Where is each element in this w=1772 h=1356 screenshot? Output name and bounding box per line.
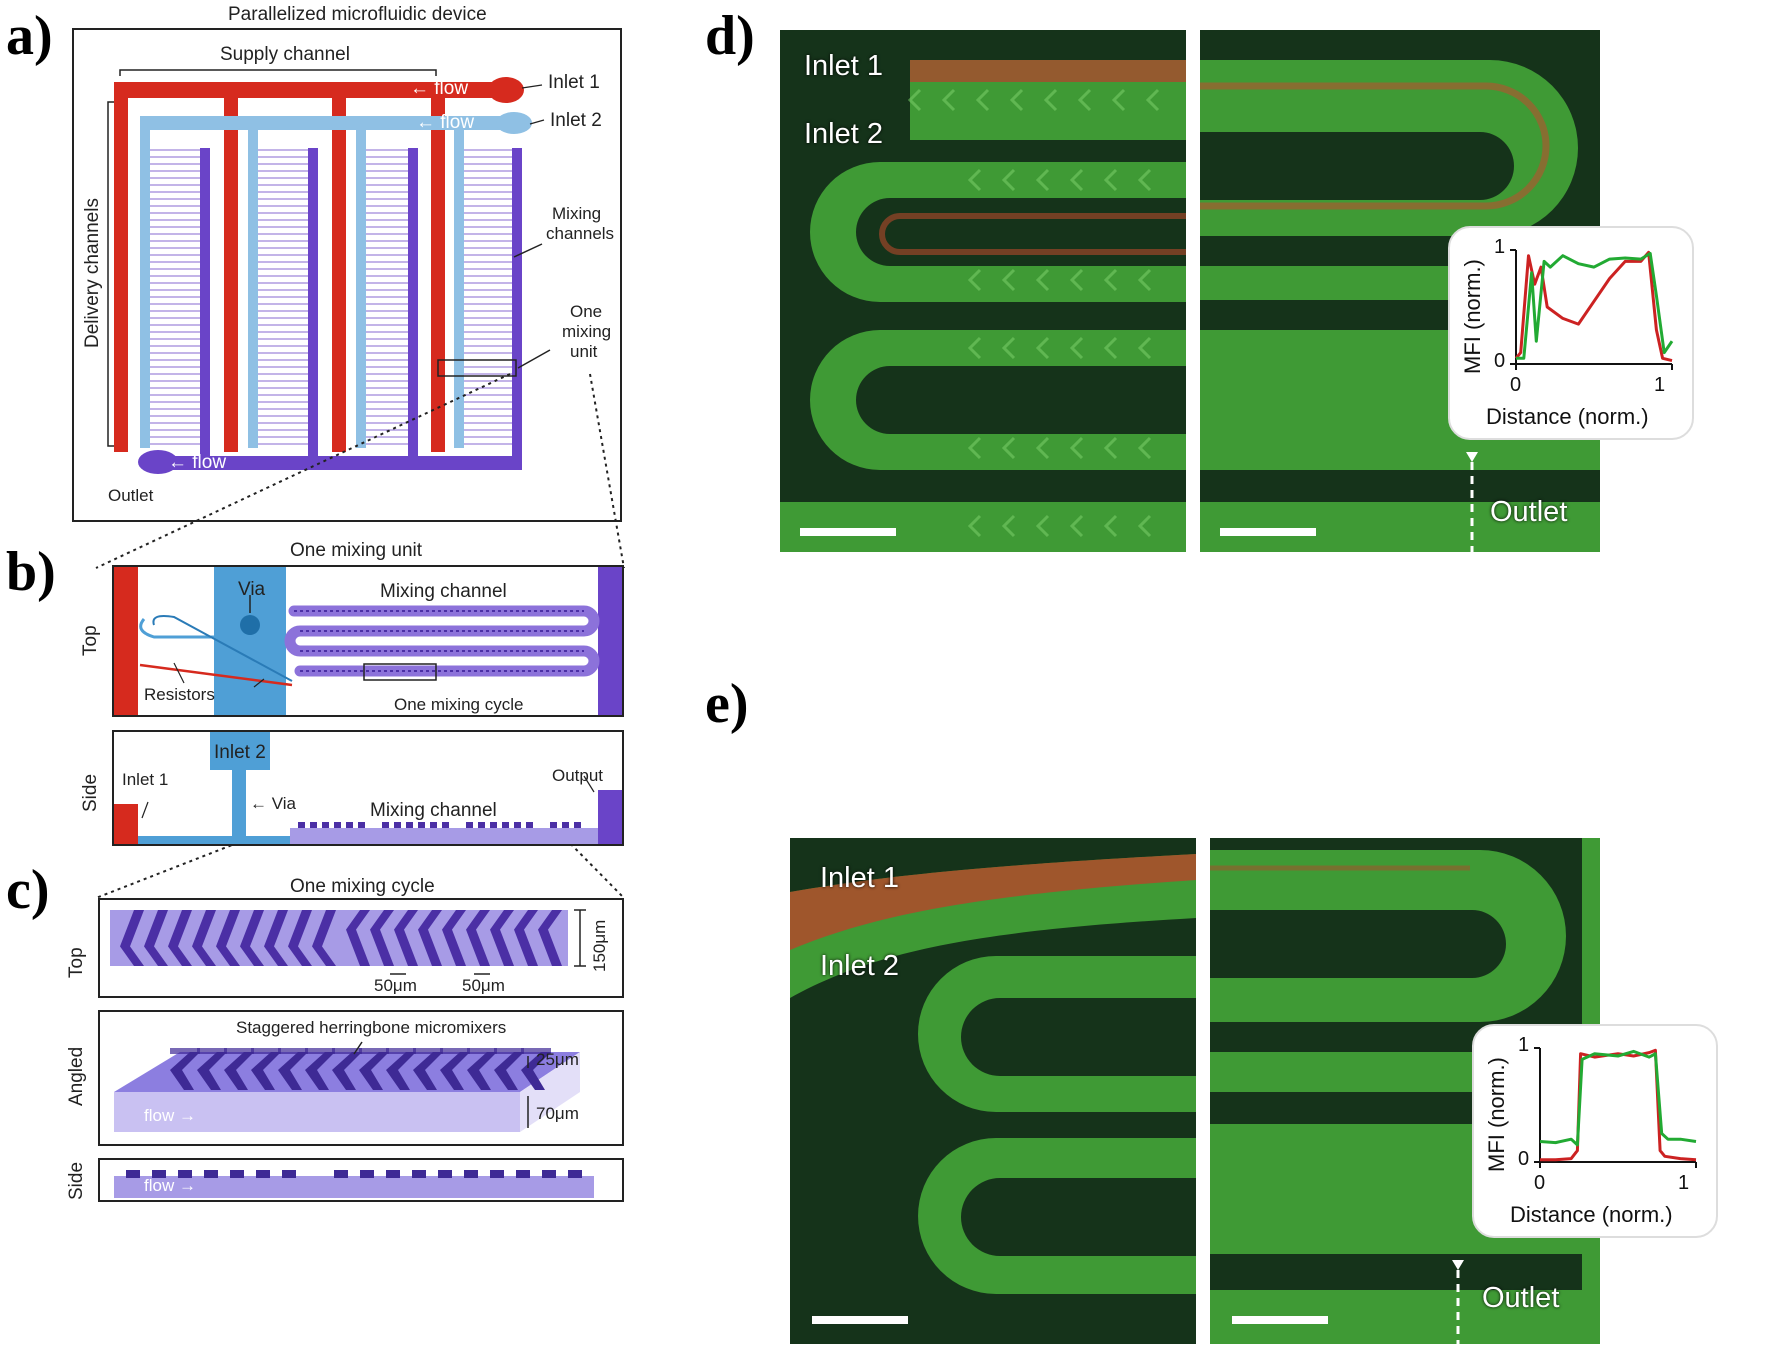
inlet-2-label: Inlet 2	[550, 110, 602, 131]
e-inlet-1-label: Inlet 1	[820, 862, 899, 894]
d-inset-svg	[1510, 249, 1674, 370]
panel-letter-d: d)	[705, 5, 755, 67]
panel-letter-b: b)	[6, 541, 56, 603]
e-inset-series-0-line	[1540, 1048, 1697, 1162]
panel-e-left-micrograph: Inlet 1 Inlet 2	[790, 838, 1196, 1344]
d-inset-plot: MFI (norm.) Distance (norm.) 1 0 0 1	[1448, 226, 1694, 440]
e-inset-xtick-0: 0	[1534, 1172, 1546, 1194]
mixing-unit-top-diagram	[114, 567, 622, 715]
e-outlet-label: Outlet	[1482, 1282, 1560, 1314]
panel-letter-c: c)	[6, 859, 50, 921]
supply-channel-label: Supply channel	[220, 44, 350, 65]
herringbone-side-diagram	[114, 1170, 594, 1198]
mixing-channel-label: Mixing channel	[380, 581, 507, 602]
e-inset-plot: MFI (norm.) Distance (norm.) 1 0 0 1	[1472, 1024, 1718, 1238]
d-left-channels	[780, 30, 1186, 552]
inlet-1-side-label: Inlet 1	[122, 770, 169, 789]
d-inset-series-0-line	[1514, 250, 1673, 363]
c-side-label: Side	[66, 1161, 87, 1200]
e-inset-ytick-1: 1	[1518, 1034, 1530, 1056]
b-side-label: Side	[80, 773, 101, 812]
e-inset-ytick-0: 0	[1518, 1148, 1530, 1170]
inlet-1-label: Inlet 1	[548, 72, 600, 93]
e-right-scale-bar	[1232, 1316, 1328, 1324]
one-mixing-unit-label-3: unit	[570, 342, 598, 361]
d-inset-xlabel: Distance (norm.)	[1486, 404, 1649, 429]
d-inset-ytick-0: 0	[1494, 350, 1506, 372]
flow-label-red: ← flow	[410, 78, 469, 99]
e-outlet-marker	[1452, 1260, 1464, 1344]
one-mixing-cycle-label: One mixing cycle	[394, 695, 524, 714]
d-inset-xtick-0: 0	[1510, 374, 1522, 396]
d-inset-xtick-1: 1	[1654, 374, 1666, 396]
d-inset-ylabel: MFI (norm.)	[1460, 259, 1485, 374]
b-top-label: Top	[80, 625, 101, 656]
d-inlet-1-label: Inlet 1	[804, 50, 883, 82]
one-mixing-unit-label-1: One	[570, 302, 603, 321]
d-inset-series-1-line	[1516, 251, 1674, 360]
mixing-unit-side-diagram	[114, 732, 622, 844]
panel-b-side-view: Inlet 2 Inlet 1 ← Via Mixing channel Out…	[112, 730, 624, 846]
herringbone-label: Staggered herringbone micromixers	[236, 1018, 507, 1037]
e-left-scale-bar	[812, 1316, 908, 1324]
panel-a-title: Parallelized microfluidic device	[228, 4, 487, 25]
panel-c-top-view: 150μm 50μm 50μm	[98, 898, 624, 998]
dim-25-label: 25μm	[536, 1050, 579, 1069]
e-inset-xlabel: Distance (norm.)	[1510, 1202, 1673, 1227]
d-right-scale-bar	[1220, 528, 1316, 536]
panel-letter-a: a)	[6, 5, 53, 67]
via-side-label: ← Via	[250, 794, 296, 813]
panel-c-angled-view: Staggered herringbone micromixers 25μm 7…	[98, 1010, 624, 1146]
outlet-label: Outlet	[108, 486, 154, 505]
mixing-channel-side-label: Mixing channel	[370, 800, 497, 821]
panel-c-side-view: flow →	[98, 1158, 624, 1202]
herringbone-top-diagram	[110, 909, 586, 975]
e-inlet-2-label: Inlet 2	[820, 950, 899, 982]
dim-70-label: 70μm	[536, 1104, 579, 1123]
flow-side-label: flow →	[144, 1176, 196, 1195]
herringbone-angled-diagram	[114, 1041, 580, 1132]
dim-150-label: 150μm	[590, 919, 609, 972]
e-inset-xtick-1: 1	[1678, 1172, 1690, 1194]
d-outlet-label: Outlet	[1490, 496, 1568, 528]
flow-label-blue: ← flow	[416, 112, 475, 133]
e-inset-ylabel: MFI (norm.)	[1484, 1057, 1509, 1172]
d-left-scale-bar	[800, 528, 896, 536]
e-inset-svg	[1534, 1047, 1697, 1168]
e-left-channels	[790, 838, 1196, 1344]
panel-letter-e: e)	[705, 673, 749, 735]
panel-b-top-view: Via Mixing channel Resistors One mixing …	[112, 565, 624, 717]
dim-50a-label: 50μm	[374, 976, 417, 995]
d-inset-ytick-1: 1	[1494, 236, 1506, 258]
parallelized-device-diagram	[107, 69, 551, 474]
c-top-label: Top	[66, 947, 87, 978]
dim-50b-label: 50μm	[462, 976, 505, 995]
via-label: Via	[238, 579, 266, 600]
panel-e-right-micrograph: Outlet	[1210, 838, 1600, 1344]
d-outlet-marker	[1466, 452, 1478, 552]
panel-c-title: One mixing cycle	[290, 876, 435, 897]
c-angled-label: Angled	[66, 1046, 87, 1106]
mixing-channels-label-1: Mixing	[552, 204, 602, 223]
d-inlet-2-label: Inlet 2	[804, 118, 883, 150]
e-inset-series-1-line	[1539, 1049, 1697, 1147]
mixing-channels-label-2: channels	[546, 224, 615, 243]
one-mixing-unit-label-2: mixing	[562, 322, 612, 341]
panel-a-device-schematic: Supply channel Delivery channels Inlet 1…	[72, 28, 622, 522]
flow-angled-label: flow →	[144, 1106, 196, 1125]
output-label: Output	[552, 766, 604, 785]
inlet-2-side-label: Inlet 2	[214, 742, 266, 763]
panel-b-title: One mixing unit	[290, 540, 423, 561]
panel-d-left-micrograph: Inlet 1 Inlet 2	[780, 30, 1186, 552]
flow-label-purple: ← flow	[168, 452, 227, 473]
resistors-label: Resistors	[144, 685, 215, 704]
